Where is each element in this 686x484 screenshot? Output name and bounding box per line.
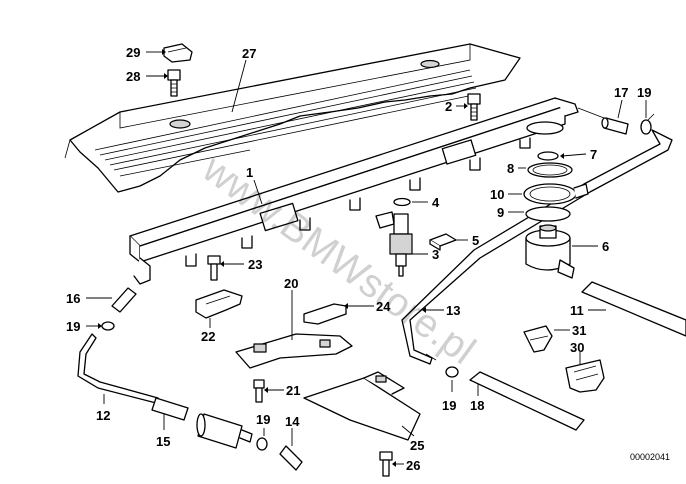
fuel-rail xyxy=(129,97,579,285)
engine-cover xyxy=(64,43,521,193)
callout-12: 12 xyxy=(96,408,110,423)
callout-19-left: 19 xyxy=(66,319,80,334)
hose-part-16 xyxy=(111,287,137,313)
pressure-regulator-part-6 xyxy=(525,224,575,279)
fuel-line-part-12 xyxy=(77,333,161,405)
callout-5: 5 xyxy=(472,233,479,248)
callout-17: 17 xyxy=(614,85,628,100)
bracket-part-24 xyxy=(303,303,347,325)
callouts: 29 27 28 2 17 19 7 8 1 10 9 4 5 6 3 xyxy=(66,45,651,473)
callout-30: 30 xyxy=(570,340,584,355)
clip-part-31 xyxy=(523,325,553,353)
hose-part-18 xyxy=(469,371,585,431)
callout-10: 10 xyxy=(490,187,504,202)
callout-24: 24 xyxy=(376,299,391,314)
callout-21: 21 xyxy=(286,383,300,398)
callout-7: 7 xyxy=(590,147,597,162)
seal-ring-part-8 xyxy=(527,162,573,178)
callout-20: 20 xyxy=(284,276,298,291)
injector-part-3 xyxy=(375,211,413,277)
bolt-part-28 xyxy=(167,69,181,97)
hose-clamp-part-19-top xyxy=(640,113,655,135)
hose-part-17 xyxy=(577,107,629,135)
callout-15: 15 xyxy=(156,434,170,449)
callout-1: 1 xyxy=(246,165,253,180)
fuel-line-part-13 xyxy=(401,129,673,365)
callout-9: 9 xyxy=(497,205,504,220)
fuel-filter xyxy=(196,413,253,449)
callout-4: 4 xyxy=(432,195,440,210)
heat-shield-part-25 xyxy=(303,371,421,441)
seal-part-4 xyxy=(393,197,411,207)
callout-23: 23 xyxy=(248,257,262,272)
callout-25: 25 xyxy=(410,438,424,453)
hose-part-11 xyxy=(581,281,686,337)
callout-14: 14 xyxy=(285,414,300,429)
callout-16: 16 xyxy=(66,291,80,306)
hose-clamp-part-19-lower xyxy=(445,366,459,378)
bolt-part-2 xyxy=(467,93,481,121)
callout-19-filter: 19 xyxy=(256,412,270,427)
callout-29: 29 xyxy=(126,45,140,60)
clamp-part-30 xyxy=(565,359,605,393)
callout-3: 3 xyxy=(432,247,439,262)
document-id: 00002041 xyxy=(630,452,670,462)
hose-part-15 xyxy=(151,397,189,421)
callout-31: 31 xyxy=(572,323,586,338)
callout-2: 2 xyxy=(445,99,452,114)
bolt-part-23 xyxy=(207,255,221,281)
ring-part-9 xyxy=(525,206,571,222)
callout-13: 13 xyxy=(446,303,460,318)
bracket-part-20 xyxy=(235,333,353,369)
hose-clamp-part-19-filter xyxy=(256,437,268,451)
bracket-part-22 xyxy=(195,289,243,319)
callout-11: 11 xyxy=(570,303,584,318)
callout-27: 27 xyxy=(242,46,256,61)
hose-part-14 xyxy=(279,445,303,471)
callout-18: 18 xyxy=(470,398,484,413)
callout-19-lower: 19 xyxy=(442,398,456,413)
callout-19-top: 19 xyxy=(637,85,651,100)
clamp-ring-part-10 xyxy=(523,183,589,205)
bolt-part-21 xyxy=(253,379,265,403)
o-ring-part-7 xyxy=(537,151,559,161)
callout-22: 22 xyxy=(201,329,215,344)
callout-26: 26 xyxy=(406,458,420,473)
callout-28: 28 xyxy=(126,69,140,84)
bolt-part-26 xyxy=(379,451,393,477)
callout-6: 6 xyxy=(602,239,609,254)
callout-8: 8 xyxy=(507,161,514,176)
hose-clamp-part-19-left xyxy=(101,321,115,331)
clip-part-29 xyxy=(163,43,193,63)
